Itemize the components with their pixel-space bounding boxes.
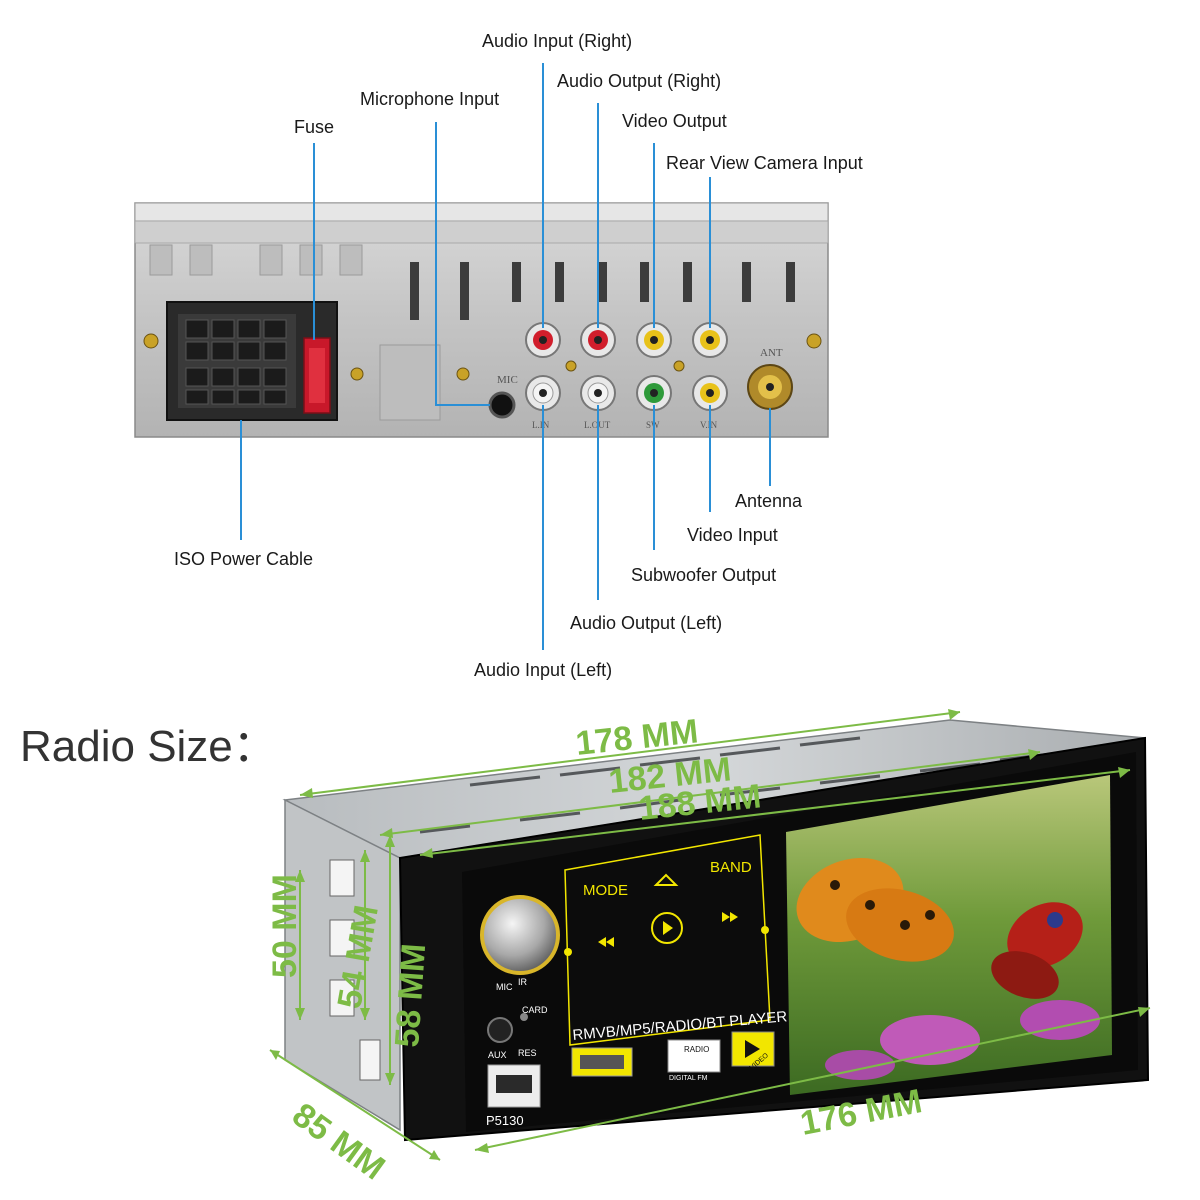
label-microphone-input: Microphone Input [360,89,500,109]
dim-58mm: 58 MM [388,942,433,1048]
marking-l-in: L.IN [532,420,550,430]
rca-jacks-top [525,322,728,358]
label-subwoofer-output: Subwoofer Output [631,565,777,585]
mic-label: MIC [496,982,513,992]
mode-label: MODE [583,882,628,899]
label-iso-power-cable: ISO Power Cable [174,549,314,569]
card-label: CARD [522,1005,548,1015]
dimension-lines [269,711,1151,1161]
label-antenna: Antenna [735,491,803,511]
model-label: P5130 [486,1113,524,1128]
radio-size-title: Radio Size： [20,722,277,771]
label-audio-output-right: Audio Output (Right) [557,71,722,91]
radio-badge: RADIO [684,1045,709,1054]
label-audio-input-right: Audio Input (Right) [482,31,633,51]
label-video-input: Video Input [687,525,778,545]
res-label: RES [518,1048,537,1058]
callout-lines [240,63,771,650]
aux-label: AUX [488,1050,507,1060]
label-fuse: Fuse [294,117,335,137]
label-video-output: Video Output [622,111,727,131]
marking-v-in: V.IN [700,420,718,430]
butterfly-left [796,857,954,962]
ir-label: IR [518,977,528,987]
dimension-arrowheads [270,709,1150,1160]
digital-fm-badge: DIGITAL FM [669,1075,708,1082]
dim-50mm: 50 MM [266,874,304,978]
radio-unit: MODE BAND MIC IR CARD AUX RES P5130 RMVB… [282,719,1150,1142]
marking-ant: ANT [760,347,783,359]
band-label: BAND [710,859,752,876]
back-panel: MIC ANT L.IN L.OUT SW V.IN [134,202,829,438]
label-audio-input-left: Audio Input (Left) [474,660,613,680]
rca-jacks-bottom [525,375,728,411]
label-audio-output-left: Audio Output (Left) [570,613,723,633]
marking-mic: MIC [497,374,518,386]
butterfly-right [991,902,1083,999]
label-rear-view-camera-input: Rear View Camera Input [666,153,863,173]
